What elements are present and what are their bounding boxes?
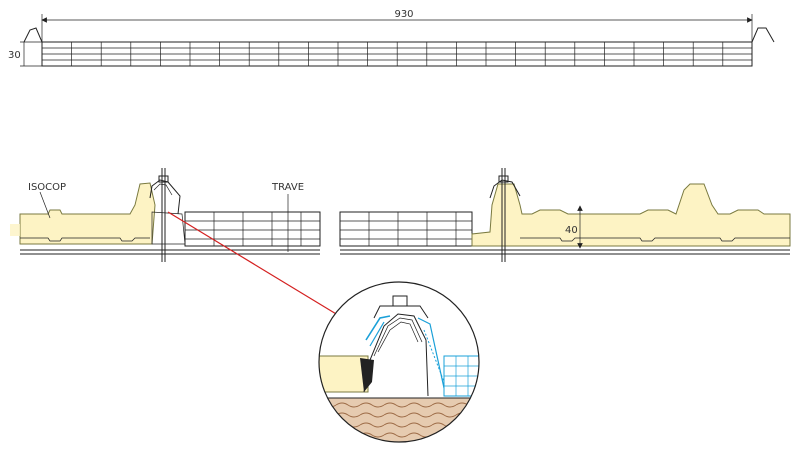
detail-callout-arrow (167, 211, 359, 328)
right-joint (489, 168, 521, 262)
right-screw-head (498, 175, 509, 183)
right-beam (339, 211, 473, 247)
detail-screw-head (392, 295, 408, 307)
section-view: ISOCOP TRAVE 40 (10, 168, 791, 262)
width-dimension-label: 930 (394, 9, 413, 20)
wood-beam (319, 398, 479, 442)
thickness-dimension-label: 40 (565, 225, 578, 236)
trave-label: TRAVE (271, 182, 304, 193)
top-panel-section: 930 30 (8, 9, 775, 67)
left-screw-head (158, 175, 169, 183)
detail-circle-outline (318, 281, 480, 443)
height-dimension-label: 30 (8, 50, 21, 61)
left-beam (184, 194, 321, 252)
detail-right-beam (443, 355, 479, 397)
right-foam-panel (471, 183, 791, 247)
left-rib-profile (23, 27, 43, 43)
right-rib-profile (751, 27, 775, 43)
top-panel-body (41, 41, 753, 67)
detail-rib (363, 313, 429, 397)
detail-magnifier (318, 281, 480, 443)
detail-foam (319, 355, 369, 393)
left-joint (149, 168, 186, 262)
isocop-label: ISOCOP (28, 182, 66, 193)
